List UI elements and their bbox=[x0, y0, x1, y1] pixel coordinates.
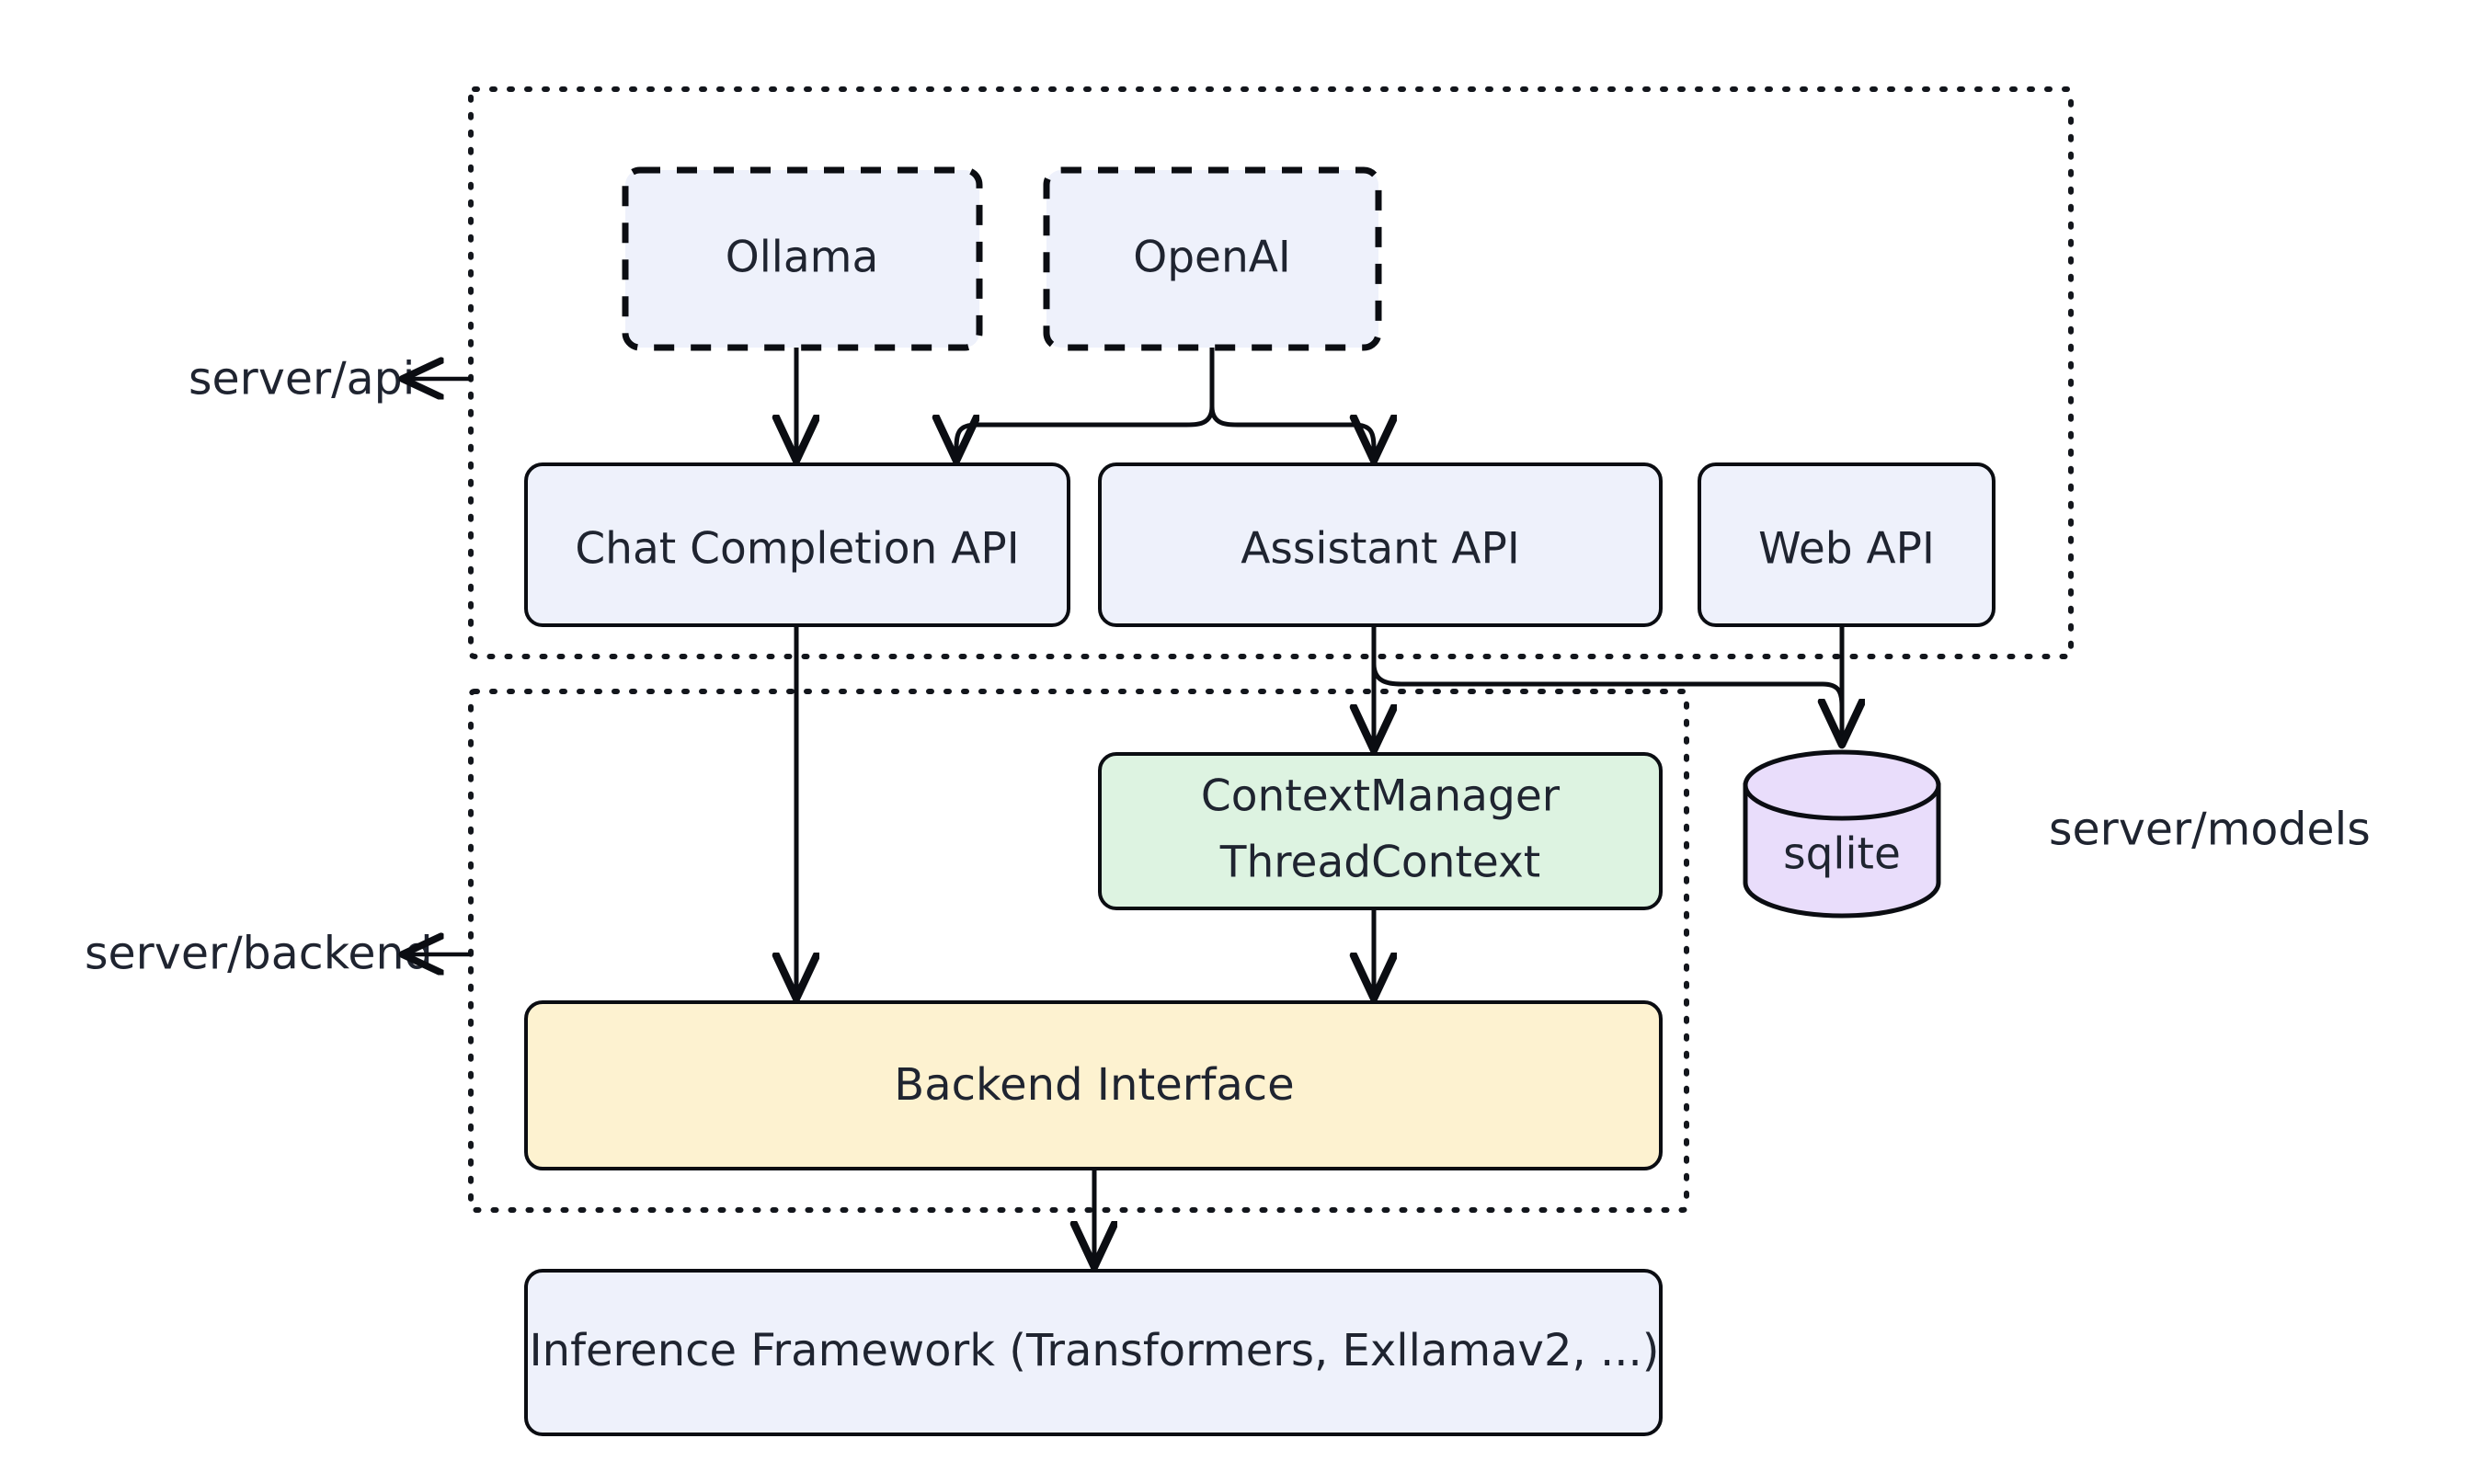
node-context-manager-shape bbox=[1098, 752, 1663, 910]
edge-fork-right-to-assistant bbox=[1209, 405, 1374, 457]
node-context-manager-label-line2: ThreadContext bbox=[1219, 838, 1540, 888]
node-assistant-api[interactable]: Assistant API bbox=[1098, 462, 1663, 627]
node-sqlite-top bbox=[1743, 749, 1941, 821]
edge-fork-left-to-chat-completion bbox=[956, 405, 1215, 457]
node-context-manager[interactable]: ContextManager ThreadContext bbox=[1098, 752, 1663, 910]
node-sqlite-body bbox=[1743, 782, 1941, 919]
node-chat-completion-api-label: Chat Completion API bbox=[575, 524, 1019, 575]
node-chat-completion-api-shape bbox=[524, 462, 1070, 627]
node-ollama-label: Ollama bbox=[726, 233, 879, 283]
node-backend-interface-label: Backend Interface bbox=[894, 1059, 1294, 1111]
group-label-server-api-text: server/api bbox=[189, 353, 415, 405]
node-chat-completion-api[interactable]: Chat Completion API bbox=[524, 462, 1070, 627]
node-inference-framework-shape bbox=[524, 1269, 1663, 1436]
node-backend-interface[interactable]: Backend Interface bbox=[524, 1000, 1663, 1170]
node-context-manager-label-line1: ContextManager bbox=[1201, 771, 1561, 822]
group-label-server-models-text: server/models bbox=[2049, 804, 2371, 856]
container-server-backend bbox=[468, 689, 1689, 1213]
node-inference-framework[interactable]: Inference Framework (Transformers, Exlla… bbox=[524, 1269, 1663, 1436]
node-openai[interactable]: OpenAI bbox=[1043, 166, 1382, 351]
group-label-server-api: server/api bbox=[189, 353, 471, 405]
node-openai-shape bbox=[1043, 166, 1382, 351]
node-web-api[interactable]: Web API bbox=[1698, 462, 1995, 627]
group-label-server-models: server/models bbox=[2049, 804, 2371, 856]
node-web-api-shape bbox=[1698, 462, 1995, 627]
node-inference-framework-label: Inference Framework (Transformers, Exlla… bbox=[529, 1325, 1659, 1376]
node-assistant-api-label: Assistant API bbox=[1241, 524, 1519, 575]
node-sqlite[interactable]: sqlite bbox=[1743, 749, 1941, 919]
node-ollama[interactable]: Ollama bbox=[622, 166, 983, 351]
node-sqlite-label: sqlite bbox=[1783, 829, 1901, 880]
edge-assistant-to-sqlite bbox=[1371, 663, 1845, 726]
group-label-server-backend-text: server/backend bbox=[85, 928, 433, 980]
group-label-server-backend: server/backend bbox=[85, 928, 471, 980]
node-web-api-label: Web API bbox=[1758, 524, 1935, 575]
node-backend-interface-shape bbox=[524, 1000, 1663, 1170]
node-openai-label: OpenAI bbox=[1133, 233, 1291, 283]
node-assistant-api-shape bbox=[1098, 462, 1663, 627]
node-ollama-shape bbox=[622, 166, 983, 351]
